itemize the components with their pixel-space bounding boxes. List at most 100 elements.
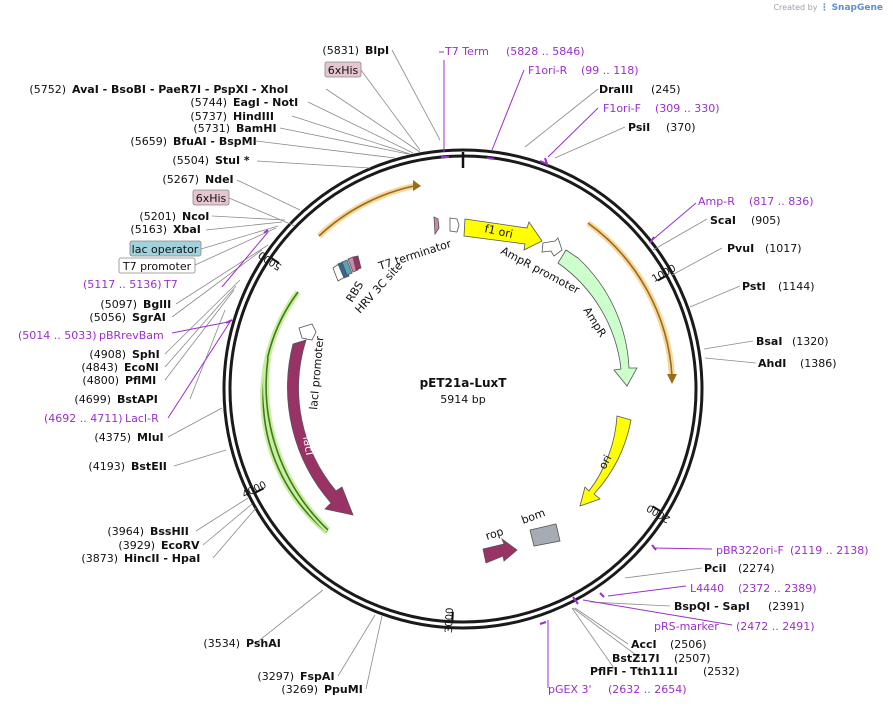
feature-label-f1-ori: f1 ori: [483, 222, 514, 241]
primer-range-t7: (5117 .. 5136): [83, 278, 162, 291]
enzyme-pos-xbai: (5163): [130, 223, 167, 236]
enzyme-name-pcii: PciI: [704, 562, 726, 575]
enzyme-pos-bstz17i: (2507): [674, 652, 711, 665]
primer-range-amp-r: (817 .. 836): [749, 195, 814, 208]
enzyme-pos-bfuai: (5659): [130, 135, 167, 148]
enzyme-name-pshai: PshAI: [246, 637, 281, 650]
ruler-label: 3000: [444, 607, 456, 633]
primer-marks: [225, 156, 657, 625]
enzyme-pos-pflmi: (4800): [82, 374, 119, 387]
enzyme-pos-hincii: (3873): [81, 552, 118, 565]
enzyme-name-ndei: NdeI: [205, 173, 234, 186]
enzyme-pos-acci: (2506): [670, 638, 707, 651]
enzyme-name-bstapi: BstAPI: [117, 393, 158, 406]
ruler-label: 2000: [645, 502, 672, 525]
enzyme-pos-sgrai: (5056): [89, 311, 126, 324]
ruler-label: 5000: [257, 249, 284, 272]
primer-range-f1ori-r: (99 .. 118): [581, 64, 639, 77]
enzyme-name-pvui: PvuI: [727, 242, 754, 255]
enzyme-name-ecorv: EcoRV: [161, 539, 200, 552]
enzyme-name-econi: EcoNI: [124, 361, 159, 374]
enzyme-pos-blpi: (5831): [322, 44, 359, 57]
enzyme-pos-bglii: (5097): [100, 298, 137, 311]
right-enzyme-labels: DraIII (245) PsiI (370) ScaI (905) PvuI …: [590, 83, 837, 678]
feature-label-laci-promoter: lacI promoter: [307, 335, 326, 410]
primer-range-pbrrevbam: (5014 .. 5033): [18, 329, 97, 342]
boxed-6xhis-mid: 6xHis: [196, 192, 227, 205]
enzyme-name-psti: PstI: [742, 280, 766, 293]
enzyme-pos-pvui: (1017): [765, 242, 802, 255]
ampr-promoter-arrow: [541, 237, 563, 257]
enzyme-pos-bstapi: (4699): [74, 393, 111, 406]
enzyme-pos-ppumi: (3269): [281, 683, 318, 696]
primer-name-prs-marker: pRS-marker: [654, 620, 719, 633]
enzyme-name-pflfi: PflFI - Tth111I: [590, 665, 678, 678]
enzyme-pos-stui: (5504): [172, 154, 209, 167]
enzyme-name-draiii: DraIII: [599, 83, 633, 96]
enzyme-pos-pshai: (3534): [203, 637, 240, 650]
enzyme-name-fspai: FspAI: [300, 670, 335, 683]
enzyme-pos-draiii: (245): [651, 83, 681, 96]
bom-box: [529, 523, 561, 547]
ruler-tick: [270, 257, 280, 264]
primer-name-pbr322ori-f: pBR322ori-F: [716, 544, 784, 557]
enzyme-name-hincii: HincII - HpaI: [124, 552, 200, 565]
ruler-tick: [657, 275, 667, 282]
enzyme-name-scai: ScaI: [710, 214, 736, 227]
laci-promoter-arrow: [298, 323, 317, 341]
primer-range-pgex3: (2632 .. 2654): [608, 683, 687, 696]
ampr-arrow: [557, 249, 638, 387]
primer-range-prs-marker: (2472 .. 2491): [736, 620, 815, 633]
enzyme-name-pflmi: PflMI: [125, 374, 156, 387]
enzyme-name-xbai: XbaI: [173, 223, 201, 236]
enzyme-name-avai: AvaI - BsoBI - PaeR7I - PspXI - XhoI: [72, 83, 288, 96]
left-enzyme-labels: (5831) BlpI (5752) AvaI - BsoBI - PaeR7I…: [29, 44, 389, 696]
laci-arrow: [287, 339, 354, 516]
enzyme-pos-mlui: (4375): [94, 431, 131, 444]
primer-labels: T7 Term (5828 .. 5846) F1ori-R (99 .. 11…: [18, 45, 869, 696]
primer-lines: [167, 51, 733, 688]
primer-name-f1ori-r: F1ori-R: [528, 64, 568, 77]
enzyme-name-eagi: EagI - NotI: [233, 96, 298, 109]
leader-lines: [164, 49, 757, 690]
enzyme-name-bsshii: BssHII: [150, 525, 189, 538]
enzyme-name-bfuai: BfuAI - BspMI: [173, 135, 257, 148]
enzyme-pos-ahdi: (1386): [800, 357, 837, 370]
enzyme-name-bglii: BglII: [143, 298, 171, 311]
enzyme-pos-ndei: (5267): [162, 173, 199, 186]
enzyme-pos-bamhi: (5731): [193, 122, 230, 135]
enzyme-name-bspqi: BspQI - SapI: [674, 600, 750, 613]
enzyme-name-acci: AccI: [631, 638, 657, 651]
primer-name-t7-term: T7 Term: [444, 45, 489, 58]
primer-range-l4440: (2372 .. 2389): [738, 582, 817, 595]
enzyme-name-bsteii: BstEII: [131, 460, 167, 473]
enzyme-name-ppumi: PpuMI: [324, 683, 363, 696]
enzyme-pos-eagi: (5744): [190, 96, 227, 109]
enzyme-pos-avai: (5752): [29, 83, 66, 96]
enzyme-name-bamhi: BamHI: [236, 122, 277, 135]
enzyme-pos-bspqi: (2391): [768, 600, 805, 613]
plasmid-name: pET21a-LuxT: [420, 376, 508, 390]
enzyme-name-hindiii: HindIII: [233, 110, 274, 123]
enzyme-name-stui: StuI *: [215, 154, 250, 167]
enzyme-pos-econi: (4843): [81, 361, 118, 374]
enzyme-name-bsai: BsaI: [756, 335, 782, 348]
f1-ori-arrow: [463, 218, 543, 251]
enzyme-name-sgrai: SgrAI: [132, 311, 166, 324]
ruler-tick: [254, 487, 264, 494]
enzyme-pos-hindiii: (5737): [190, 110, 227, 123]
feature-label-ori: ori: [596, 453, 614, 472]
plasmid-length: 5914 bp: [440, 393, 485, 406]
enzyme-name-blpi: BlpI: [365, 44, 389, 57]
enzyme-name-ncoi: NcoI: [182, 210, 209, 223]
feature-label-rop: rop: [484, 525, 505, 543]
primer-name-f1ori-f: F1ori-F: [603, 102, 641, 115]
boxed-lac-operator: lac operator: [132, 243, 199, 256]
primer-name-pbrrevbam: pBRrevBam: [99, 329, 164, 342]
feature-label-bom: bom: [520, 506, 547, 527]
enzyme-pos-pflfi: (2532): [703, 665, 740, 678]
feature-label-laci: lacI: [300, 435, 316, 456]
primer-range-pbr322ori-f: (2119 .. 2138): [790, 544, 869, 557]
enzyme-name-mlui: MluI: [137, 431, 164, 444]
